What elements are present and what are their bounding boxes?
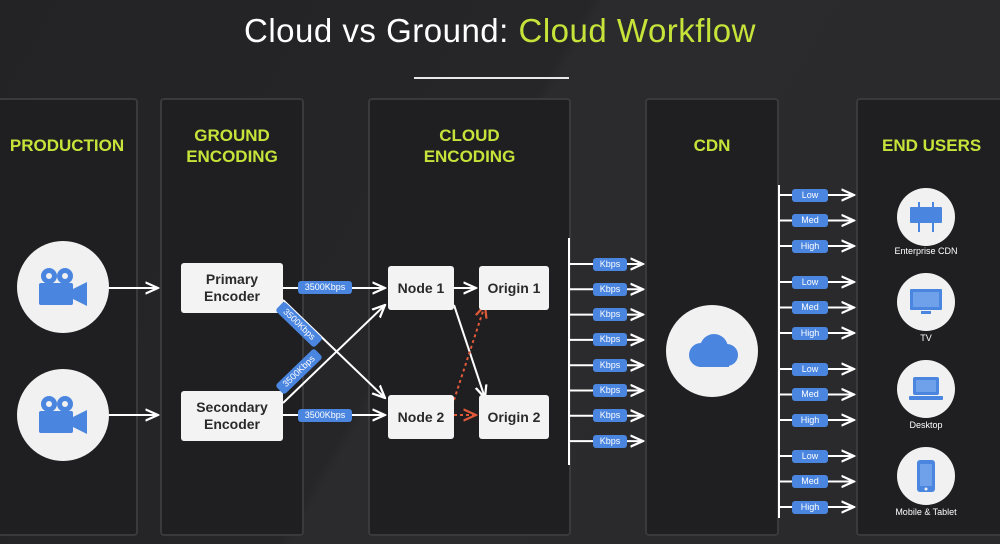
title-highlight: Cloud Workflow (518, 12, 756, 49)
desktop-device (897, 360, 955, 418)
node2-to-origin1-failover (453, 305, 485, 401)
cdn-heading: CDN (693, 136, 731, 155)
rendition-pill-low: Low (792, 275, 828, 289)
end-users-heading: END USERS (882, 136, 982, 155)
secondary-to-node1-arrow (282, 305, 385, 404)
cloud-encoding-column: CLOUD ENCODING (368, 98, 571, 536)
video-camera-icon (39, 396, 87, 434)
secondary-encoder: Secondary Encoder (181, 391, 283, 441)
secondary-encoder-line2: Encoder (203, 416, 260, 432)
rendition-pill-low: Low (792, 188, 828, 202)
cdn-node (666, 305, 758, 397)
tv-icon (910, 289, 942, 314)
bitrate-primary-node1: 3500Kbps (298, 281, 352, 294)
kbps-pill: Kbps (593, 384, 627, 397)
tv-label: TV (920, 333, 932, 343)
rendition-pill-low: Low (792, 449, 828, 463)
camera-1 (17, 241, 109, 333)
kbps-pill: Kbps (593, 434, 627, 448)
ground-encoding-heading: GROUND ENCODING (162, 125, 302, 167)
rendition-pill-med: Med (792, 214, 828, 227)
rendition-pill-med: Med (792, 388, 828, 401)
primary-encoder-line2: Encoder (203, 288, 260, 304)
rendition-pill-high: High (792, 500, 828, 514)
primary-encoder: Primary Encoder (181, 263, 283, 313)
title-underline (414, 77, 569, 79)
mobile-label: Mobile & Tablet (895, 507, 957, 517)
tv-device (897, 273, 955, 331)
video-camera-icon (39, 268, 87, 306)
laptop-icon (909, 377, 943, 400)
ground-encoding-column: GROUND ENCODING (160, 98, 304, 536)
secondary-encoder-line1: Secondary (196, 399, 268, 415)
enterprise-cdn-device (897, 188, 955, 246)
kbps-pill: Kbps (593, 257, 627, 271)
cloud-heading-line1: CLOUD (439, 126, 500, 145)
rendition-pill-med: Med (792, 475, 828, 488)
ground-heading-line2: ENCODING (186, 147, 278, 166)
bitrate-secondary-node2: 3500Kbps (298, 409, 352, 422)
kbps-pill: Kbps (593, 333, 627, 347)
title-prefix: Cloud vs Ground: (244, 12, 509, 49)
rendition-pill-high: High (792, 326, 828, 340)
billboard-icon (910, 202, 942, 232)
node-2: Node 2 (388, 395, 454, 439)
kbps-pill: Kbps (593, 308, 627, 322)
mobile-device (897, 447, 955, 505)
cloud-heading-line2: ENCODING (423, 147, 516, 166)
kbps-pill: Kbps (593, 282, 627, 296)
camera-2 (17, 369, 109, 461)
rendition-pill-high: High (792, 413, 828, 427)
enterprise-cdn-label: Enterprise CDN (894, 246, 958, 256)
rendition-pill-high: High (792, 239, 828, 253)
smartphone-icon (917, 460, 935, 492)
cloud-icon (689, 334, 738, 367)
production-heading: PRODUCTION (9, 136, 125, 155)
primary-encoder-line1: Primary (205, 271, 259, 287)
kbps-pill: Kbps (593, 358, 627, 372)
cloud-encoding-heading: CLOUD ENCODING (370, 125, 569, 167)
rendition-pill-med: Med (792, 301, 828, 314)
node-1: Node 1 (388, 266, 454, 310)
desktop-label: Desktop (909, 420, 943, 430)
origin-2: Origin 2 (479, 395, 549, 439)
slide-title: Cloud vs Ground: Cloud Workflow (0, 12, 1000, 50)
kbps-pill: Kbps (593, 409, 627, 423)
ground-heading-line1: GROUND (194, 126, 270, 145)
origin-1: Origin 1 (479, 266, 549, 310)
rendition-pill-low: Low (792, 362, 828, 376)
